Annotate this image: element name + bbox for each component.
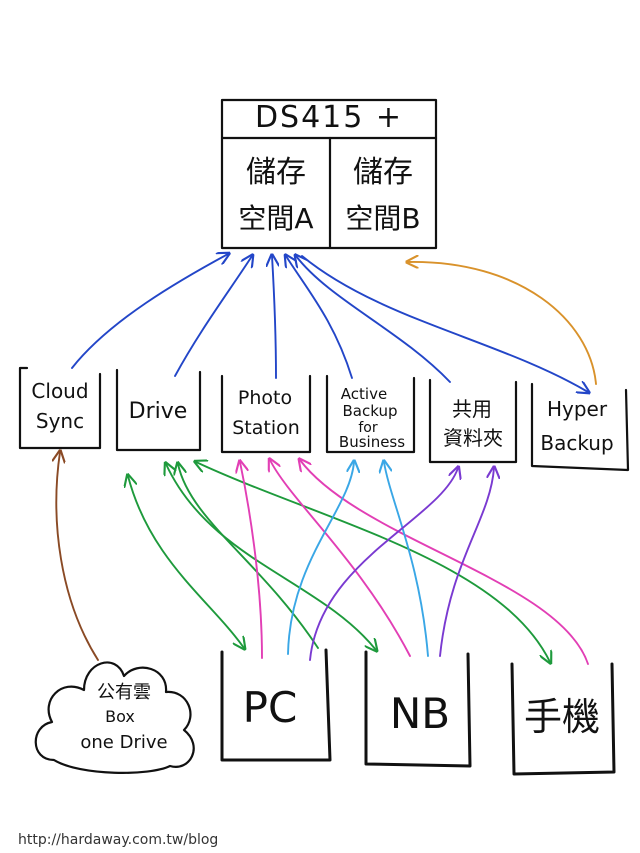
- service-hyper-backup: Hyper Backup: [530, 382, 630, 472]
- volume-a-line2: 空間A: [238, 202, 313, 235]
- volume-b-line2: 空間B: [345, 202, 420, 235]
- cloud-line3: one Drive: [80, 732, 167, 753]
- arrow-drive-pc: [128, 476, 244, 648]
- arrow-nb-sharedfolder: [439, 468, 494, 657]
- arrow-pc-drive-back: [178, 464, 319, 649]
- arrow-drive-to-nas: [174, 256, 252, 377]
- phone-outline: [510, 662, 616, 776]
- arrow-activebackup-to-nas: [286, 256, 353, 379]
- cloud-line2: Box: [105, 707, 135, 726]
- pc-outline: [220, 648, 332, 762]
- cloud-outline: [34, 661, 195, 774]
- cloud-line1: 公有雲: [97, 682, 151, 703]
- arrow-sharedfolder-to-nas: [296, 256, 451, 383]
- shared-folder-line2: 資料夾: [443, 426, 503, 450]
- arrow-nas-to-hyperbackup: [301, 255, 588, 392]
- nb-label: NB: [390, 689, 450, 738]
- arrow-drive-phone: [196, 462, 550, 662]
- shared-folder-line1: 共用: [452, 397, 492, 421]
- arrow-pc-photostation: [240, 462, 263, 659]
- watermark: http://hardaway.com.tw/blog: [18, 832, 219, 848]
- hyper-backup-line2: Backup: [540, 431, 613, 455]
- nas-outline: [220, 98, 438, 250]
- service-photo-station: Photo Station: [220, 374, 312, 454]
- active-backup-line2: Backup: [343, 402, 398, 420]
- arrows-devices: [56, 452, 589, 665]
- arrow-phone-photostation: [300, 460, 589, 665]
- cloud-sync-outline: [18, 366, 102, 450]
- device-nb: NB: [364, 650, 472, 768]
- photo-station-line1: Photo: [238, 387, 292, 409]
- service-drive: Drive: [115, 368, 202, 452]
- cloud-sync-line1: Cloud: [31, 379, 88, 403]
- cloud-sync-line2: Sync: [36, 409, 84, 433]
- service-active-backup: Active Backup for Business: [325, 374, 416, 454]
- arrows-to-nas: [71, 254, 597, 392]
- pc-label: PC: [243, 683, 298, 732]
- public-cloud-node: 公有雲 Box one Drive: [34, 661, 195, 774]
- arrow-nb-photostation: [270, 460, 411, 657]
- active-backup-line3: for: [358, 420, 377, 436]
- arrow-cloud-to-cloudsync: [56, 452, 99, 661]
- drive-outline: [115, 368, 202, 452]
- arrow-nb-activebackup: [384, 462, 429, 657]
- photo-station-outline: [220, 374, 312, 454]
- service-shared-folder: 共用 資料夾: [428, 378, 518, 464]
- volume-a-line1: 儲存: [246, 155, 306, 190]
- hyper-backup-outline: [530, 382, 630, 472]
- nas-node: DS415 + 儲存 空間A 儲存 空間B: [220, 98, 438, 250]
- volume-b-line1: 儲存: [353, 155, 413, 190]
- photo-station-line2: Station: [232, 417, 300, 439]
- hyper-backup-line1: Hyper: [547, 397, 608, 421]
- nb-outline: [364, 650, 472, 768]
- active-backup-line1: Active: [341, 385, 387, 403]
- device-pc: PC: [220, 648, 332, 762]
- arrow-hyperbackup-to-volume-b: [408, 262, 597, 385]
- arrow-cloudsync-to-nas: [71, 254, 228, 369]
- phone-label: 手機: [524, 695, 600, 739]
- active-backup-outline: [325, 374, 416, 454]
- arrow-photostation-to-nas: [272, 256, 276, 379]
- drive-label: Drive: [129, 399, 188, 424]
- service-cloud-sync: Cloud Sync: [18, 366, 102, 450]
- nas-title: DS415 +: [255, 100, 403, 135]
- device-phone: 手機: [510, 662, 616, 776]
- arrow-pc-sharedfolder: [309, 468, 458, 661]
- arrow-pc-activebackup: [287, 462, 354, 655]
- active-backup-line4: Business: [339, 433, 405, 451]
